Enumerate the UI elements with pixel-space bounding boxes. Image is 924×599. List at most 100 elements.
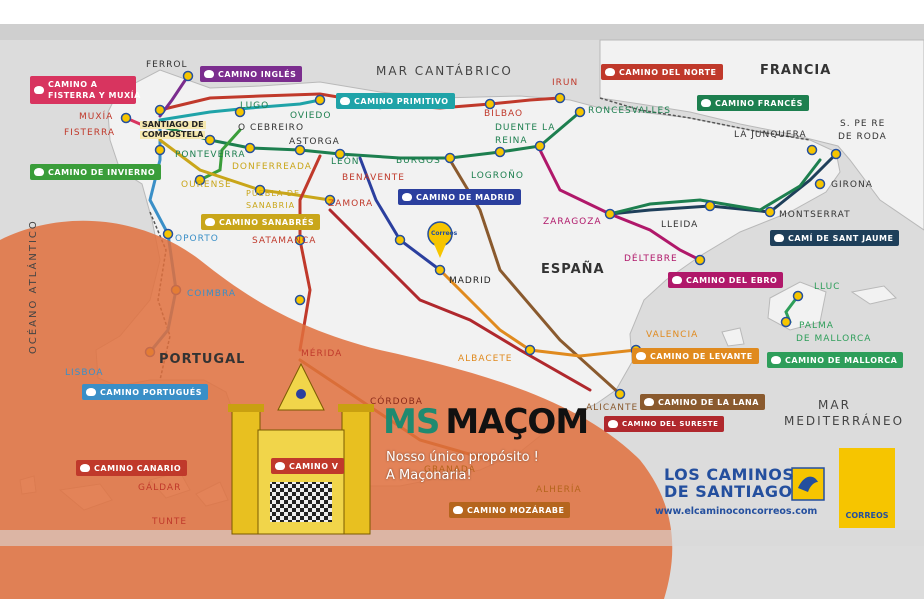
route-tag-label: CAMINO DEL NORTE	[619, 67, 717, 77]
city-montserrat: MONTSERRAT	[779, 210, 851, 220]
waypoint-marker	[554, 92, 566, 104]
masonic-temple-icon	[228, 362, 374, 535]
waypoint-marker	[294, 294, 306, 306]
route-tag-primitivo[interactable]: CAMINO PRIMITIVO	[336, 93, 455, 109]
city-oporto: OPORTO	[175, 234, 219, 244]
city-alicante: ALICANTE	[586, 403, 639, 413]
city-albacete: ALBACETE	[458, 354, 513, 364]
sea-mediterraneo-line2: MEDITERRÁNEO	[784, 414, 905, 428]
route-tag-sanabres[interactable]: CAMINO SANABRÉS	[201, 214, 321, 230]
city-benavente: BENAVENTE	[342, 173, 405, 183]
city-granada: GRANADA	[424, 465, 476, 475]
city-logrono: LOGROÑO	[471, 171, 524, 181]
city-duente-line1: DUENTE LA	[495, 123, 556, 133]
waypoint-marker	[334, 148, 346, 160]
city-palma-line1: PALMA	[799, 321, 834, 331]
city-donferreada: DONFERREADA	[232, 162, 312, 172]
scallop-icon	[402, 193, 412, 201]
waypoint-marker	[162, 228, 174, 240]
route-jaume	[608, 152, 838, 216]
city-puebla-line2: SANABRIA	[246, 201, 296, 210]
route-tag-jaume[interactable]: CAMÍ DE SANT JAUME	[770, 230, 900, 246]
city-santiago-line2: COMPOSTELA	[140, 130, 206, 139]
route-tag-canario[interactable]: CAMINO CANARIO	[76, 460, 188, 476]
waypoint-marker	[314, 94, 326, 106]
country-portugal: PORTUGAL	[159, 352, 246, 367]
route-tag-label: CAMINO MOZÁRABE	[467, 505, 565, 515]
waypoint-marker	[524, 344, 536, 356]
route-tag-lana[interactable]: CAMINO DE LA LANA	[640, 394, 765, 410]
waypoint-marker	[792, 290, 804, 302]
city-palma-line2: DE MALLORCA	[796, 334, 872, 344]
city-zaragoza: ZARAGOZA	[543, 217, 602, 227]
mallorca-island	[767, 281, 827, 331]
waypoint-marker	[254, 184, 266, 196]
city-cordoba: CÓRDOBA	[370, 397, 423, 407]
waypoint-marker	[806, 144, 818, 156]
city-merida: MÉRIDA	[301, 349, 343, 359]
waypoint-marker	[574, 106, 586, 118]
ibiza-island	[721, 327, 745, 347]
route-tag-sureste[interactable]: CAMINO DEL SURESTE	[604, 416, 725, 432]
route-frances	[158, 110, 582, 160]
route-tag-mallorca[interactable]: CAMINO DE MALLORCA	[767, 352, 904, 368]
waypoint-marker	[614, 388, 626, 400]
route-tag-label: CAMINO DE LA LANA	[658, 397, 759, 407]
city-bilbao: BILBAO	[484, 109, 524, 119]
correos-wordmark: CORREOS	[845, 511, 889, 520]
route-tag-label: CAMINO DEL SURESTE	[622, 420, 719, 428]
route-tag-label: CAMINO PRIMITIVO	[354, 96, 449, 106]
scallop-icon	[453, 506, 463, 514]
france-border	[599, 97, 811, 141]
city-santiago-line1: SANTIAGO DE	[140, 120, 206, 129]
city-tunte: TUNTE	[152, 517, 188, 527]
route-tag-ebro[interactable]: CAMINO DEL EBRO	[668, 272, 784, 288]
route-tag-madrid[interactable]: CAMINO DE MADRID	[398, 189, 521, 205]
route-tag-label: CAMINO DE INVIERNO	[48, 167, 156, 177]
city-irun: IRUN	[552, 78, 579, 88]
scallop-icon	[80, 464, 90, 472]
brand-url[interactable]: www.elcaminoconcorreos.com	[655, 506, 818, 517]
waypoint-marker	[764, 206, 776, 218]
sea-cantabrico: MAR CANTÁBRICO	[376, 64, 513, 78]
route-tag-via[interactable]: CAMINO V	[271, 458, 345, 474]
city-puebla-line1: PUEBLA DE	[246, 189, 301, 198]
route-tag-fisterra-line2: FISTERRA Y MUXÍA	[48, 91, 141, 100]
waypoint-marker	[294, 144, 306, 156]
route-tag-label: CAMINO FRANCÉS	[715, 98, 803, 108]
madrid-correos-pin	[427, 221, 453, 258]
scallop-icon	[275, 462, 285, 470]
route-tag-invierno[interactable]: CAMINO DE INVIERNO	[30, 164, 162, 180]
correos-horn-logo	[791, 467, 825, 501]
scallop-icon	[672, 276, 682, 284]
city-ferrol: FERROL	[146, 60, 188, 70]
route-tag-norte[interactable]: CAMINO DEL NORTE	[601, 64, 723, 80]
city-lisboa: LISBOA	[65, 368, 104, 378]
route-tag-mozarabe[interactable]: CAMINO MOZÁRABE	[449, 502, 571, 518]
city-galdar: GÁLDAR	[138, 483, 182, 493]
scallop-icon	[774, 234, 784, 242]
scallop-icon	[771, 356, 781, 364]
route-tag-label: CAMINO PORTUGUÉS	[100, 387, 202, 397]
route-tag-label: CAMÍ DE SANT JAUME	[788, 233, 894, 243]
top-band-shade	[0, 24, 924, 40]
route-tag-ingles[interactable]: CAMINO INGLÉS	[200, 66, 303, 82]
route-tag-levante[interactable]: CAMINO DE LEVANTE	[632, 348, 759, 364]
waypoint-marker	[494, 146, 506, 158]
city-roncesvalles: RONCESVALLES	[588, 106, 671, 116]
waypoint-marker	[244, 142, 256, 154]
city-girona: GIRONA	[831, 180, 873, 190]
scallop-icon	[636, 352, 646, 360]
waypoint-marker	[294, 234, 306, 246]
waypoint-marker	[204, 134, 216, 146]
scallop-icon	[34, 168, 44, 176]
waypoint-marker	[694, 254, 706, 266]
route-tag-portugues[interactable]: CAMINO PORTUGUÉS	[82, 384, 208, 400]
route-primitivo	[158, 98, 322, 122]
country-francia: FRANCIA	[760, 63, 832, 78]
route-tag-frances[interactable]: CAMINO FRANCÉS	[697, 95, 809, 111]
scallop-icon	[34, 86, 44, 94]
waypoint-marker	[154, 104, 166, 116]
city-duente-line2: REINA	[495, 136, 528, 146]
